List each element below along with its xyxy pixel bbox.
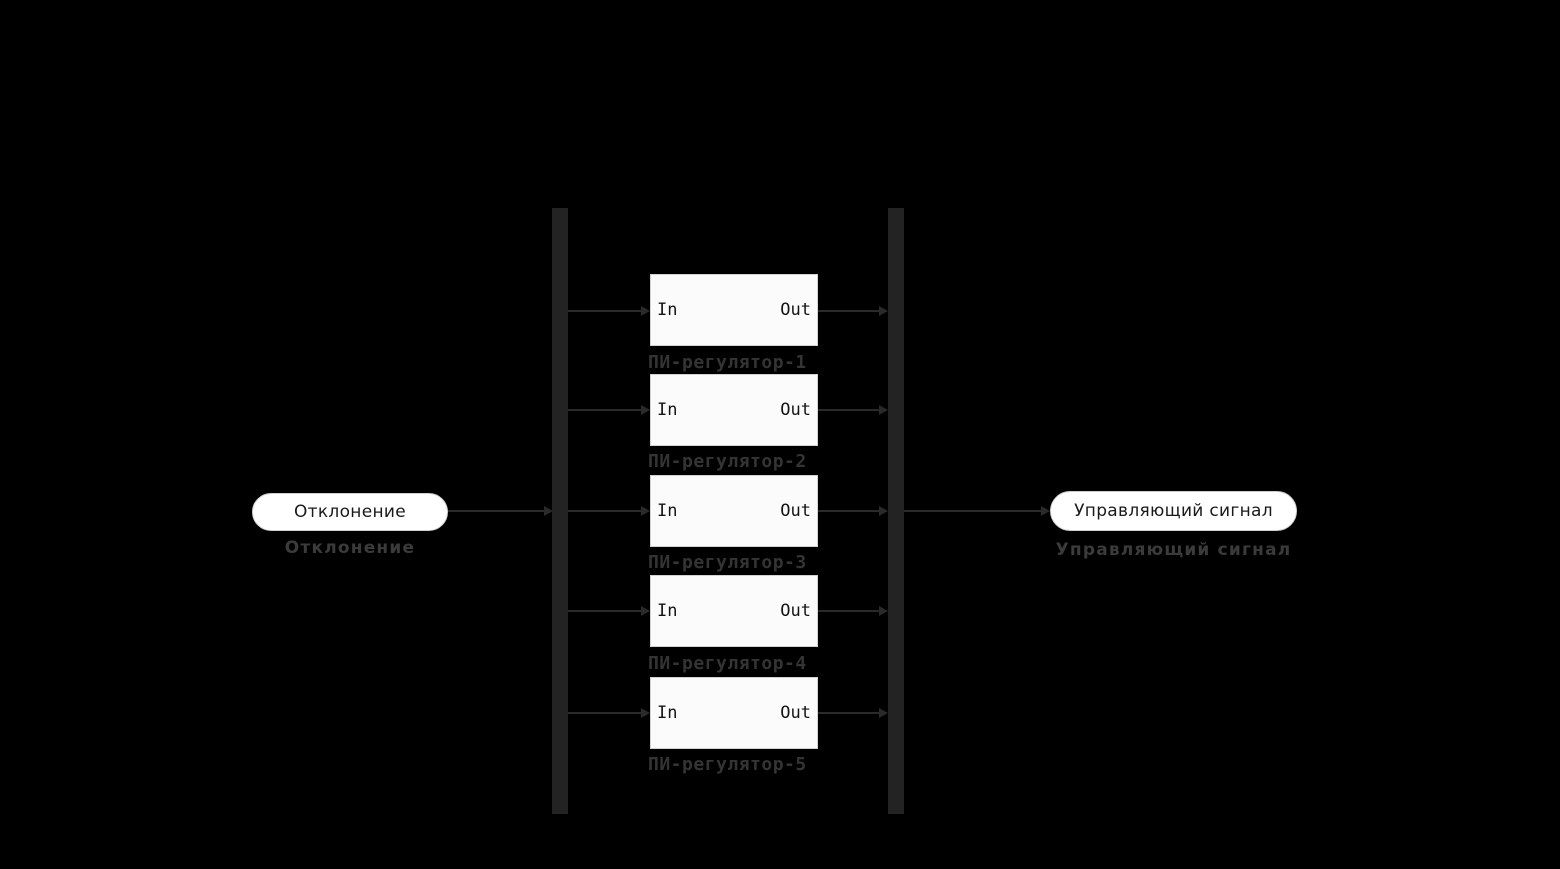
arrowhead-fanout-to-block-3	[641, 506, 650, 516]
arrowhead-block-3-to-merge	[879, 506, 888, 516]
port-in-label-5: In	[657, 703, 678, 723]
process-block-caption-1: ПИ-регулятор-1	[648, 352, 807, 373]
arrowhead-merge-to-output	[1041, 506, 1050, 516]
output-node[interactable]: Управляющий сигнал	[1050, 491, 1297, 531]
fan-out-bar	[552, 208, 568, 814]
connector-fanout-to-block-1	[568, 310, 641, 312]
merge-bar	[888, 208, 904, 814]
port-in-label-1: In	[657, 300, 678, 320]
process-block-caption-2: ПИ-регулятор-2	[648, 451, 807, 472]
connector-fanout-to-block-4	[568, 610, 641, 612]
connector-block-4-to-merge	[818, 610, 879, 612]
process-block-caption-5: ПИ-регулятор-5	[648, 754, 807, 775]
arrowhead-block-5-to-merge	[879, 708, 888, 718]
port-in-label-4: In	[657, 601, 678, 621]
port-out-label-5: Out	[780, 703, 811, 723]
port-out-label-3: Out	[780, 501, 811, 521]
process-block-3[interactable]: In Out	[650, 475, 818, 547]
arrowhead-fanout-to-block-1	[641, 306, 650, 316]
port-out-label-1: Out	[780, 300, 811, 320]
arrowhead-fanout-to-block-5	[641, 708, 650, 718]
process-block-caption-3: ПИ-регулятор-3	[648, 552, 807, 573]
output-node-label: Управляющий сигнал	[1074, 501, 1273, 521]
arrowhead-input-to-fanout	[544, 506, 553, 516]
connector-block-3-to-merge	[818, 510, 879, 512]
connector-fanout-to-block-3	[568, 510, 641, 512]
connector-input-to-fanout	[448, 510, 544, 512]
port-out-label-2: Out	[780, 400, 811, 420]
connector-block-5-to-merge	[818, 712, 879, 714]
connector-fanout-to-block-5	[568, 712, 641, 714]
port-out-label-4: Out	[780, 601, 811, 621]
arrowhead-block-4-to-merge	[879, 606, 888, 616]
arrowhead-block-1-to-merge	[879, 306, 888, 316]
input-node[interactable]: Отклонение	[252, 493, 448, 531]
port-in-label-2: In	[657, 400, 678, 420]
process-block-1[interactable]: In Out	[650, 274, 818, 346]
arrowhead-block-2-to-merge	[879, 405, 888, 415]
process-block-4[interactable]: In Out	[650, 575, 818, 647]
arrowhead-fanout-to-block-2	[641, 405, 650, 415]
process-block-2[interactable]: In Out	[650, 374, 818, 446]
connector-fanout-to-block-2	[568, 409, 641, 411]
connector-block-2-to-merge	[818, 409, 879, 411]
port-in-label-3: In	[657, 501, 678, 521]
process-block-caption-4: ПИ-регулятор-4	[648, 653, 807, 674]
input-node-caption: Отклонение	[284, 538, 416, 558]
output-node-caption: Управляющий сигнал	[1055, 540, 1292, 560]
input-node-label: Отклонение	[293, 502, 406, 522]
connector-block-1-to-merge	[818, 310, 879, 312]
arrowhead-fanout-to-block-4	[641, 606, 650, 616]
connector-merge-to-output	[904, 510, 1041, 512]
process-block-5[interactable]: In Out	[650, 677, 818, 749]
